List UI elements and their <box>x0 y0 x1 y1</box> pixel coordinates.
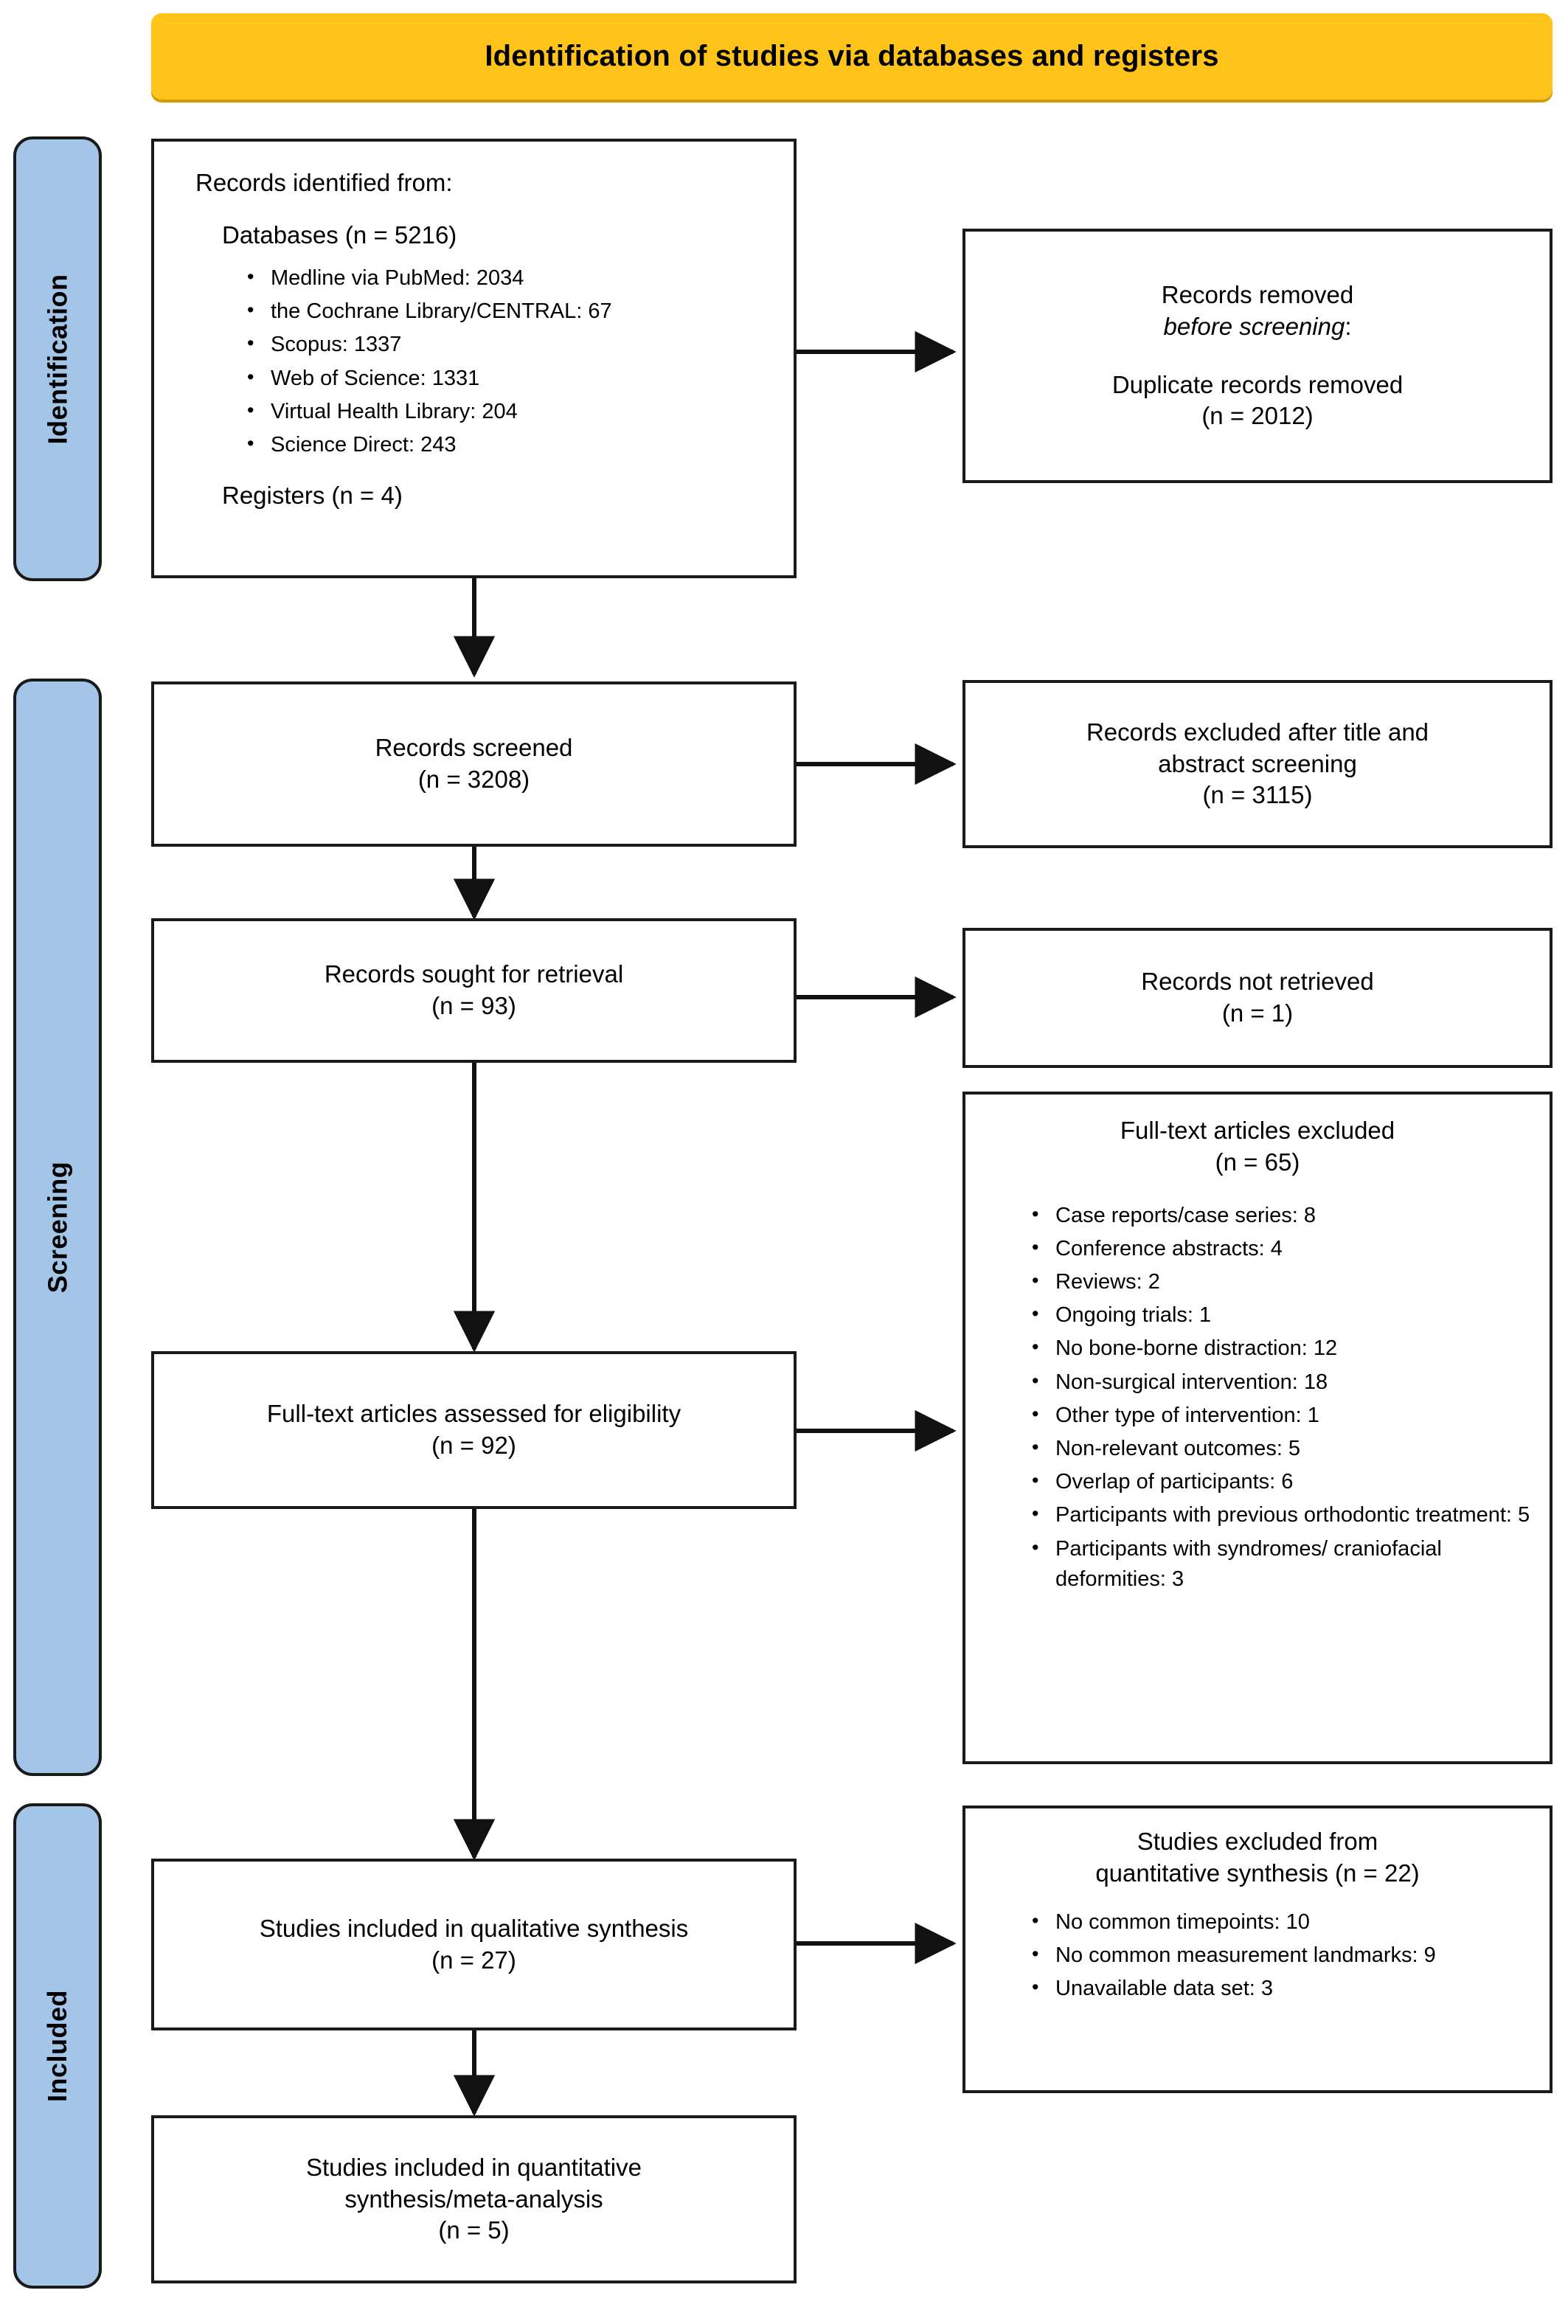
records-not-retrieved-line1: Records not retrieved <box>1141 968 1374 996</box>
records-identified-lead: Records identified from: <box>195 169 453 196</box>
box-quantitative-excluded: Studies excluded from quantitative synth… <box>962 1806 1553 2093</box>
box-records-removed: Records removed before screening: Duplic… <box>962 229 1553 483</box>
diagram-title-banner: Identification of studies via databases … <box>151 13 1553 100</box>
records-excluded-line2: abstract screening <box>1158 749 1357 777</box>
quantitative-included-line1: Studies included in quantitative <box>306 2153 642 2181</box>
quantitative-included-line2: synthesis/meta-analysis <box>344 2185 603 2213</box>
records-removed-line1: Records removed <box>1161 280 1354 308</box>
list-item: Science Direct: 243 <box>237 429 774 460</box>
records-removed-count: (n = 2012) <box>1201 402 1314 430</box>
box-records-identified: Records identified from: Databases (n = … <box>151 139 797 578</box>
box-quantitative-included: Studies included in quantitative synthes… <box>151 2115 797 2283</box>
quantitative-included-count: (n = 5) <box>438 2216 510 2244</box>
phase-label-identification: Identification <box>42 274 72 444</box>
fulltext-excluded-line1: Full-text articles excluded <box>1120 1117 1395 1144</box>
fulltext-assessed-line1: Full-text articles assessed for eligibil… <box>266 1400 681 1428</box>
box-records-excluded: Records excluded after title and abstrac… <box>962 680 1553 848</box>
box-qualitative-included: Studies included in qualitative synthesi… <box>151 1859 797 2030</box>
list-item: No common timepoints: 10 <box>1021 1907 1536 1938</box>
qualitative-included-line1: Studies included in qualitative synthesi… <box>259 1914 689 1942</box>
records-sought-count: (n = 93) <box>431 992 516 1019</box>
quantitative-excluded-line1: Studies excluded from <box>1137 1828 1378 1855</box>
records-screened-count: (n = 3208) <box>417 766 530 793</box>
records-identified-databases: Databases (n = 5216) <box>222 221 457 249</box>
phase-bar-screening: Screening <box>13 679 102 1776</box>
list-item: Virtual Health Library: 204 <box>237 396 774 427</box>
list-item: No common measurement landmarks: 9 <box>1021 1940 1536 1971</box>
box-records-not-retrieved: Records not retrieved (n = 1) <box>962 928 1553 1068</box>
list-item: Scopus: 1337 <box>237 329 774 360</box>
quantitative-excluded-line2: quantitative synthesis (n = 22) <box>1095 1859 1420 1887</box>
box-fulltext-excluded: Full-text articles excluded (n = 65) Cas… <box>962 1092 1553 1764</box>
fulltext-excluded-reason-list: Case reports/case series: 8 Conference a… <box>979 1200 1536 1598</box>
list-item: Other type of intervention: 1 <box>1021 1400 1536 1431</box>
list-item: the Cochrane Library/CENTRAL: 67 <box>237 296 774 327</box>
box-records-screened: Records screened (n = 3208) <box>151 681 797 847</box>
records-removed-colon: : <box>1345 312 1352 340</box>
list-item: Unavailable data set: 3 <box>1021 1973 1536 2004</box>
records-screened-line1: Records screened <box>375 734 573 762</box>
box-fulltext-assessed: Full-text articles assessed for eligibil… <box>151 1351 797 1509</box>
records-removed-line3: Duplicate records removed <box>1111 370 1404 398</box>
records-not-retrieved-count: (n = 1) <box>1221 999 1294 1027</box>
list-item: Case reports/case series: 8 <box>1021 1200 1536 1231</box>
fulltext-assessed-count: (n = 92) <box>431 1432 516 1459</box>
page-title: Identification of studies via databases … <box>485 40 1219 72</box>
records-identified-registers: Registers (n = 4) <box>222 482 403 510</box>
box-records-sought: Records sought for retrieval (n = 93) <box>151 918 797 1063</box>
fulltext-excluded-count: (n = 65) <box>1215 1148 1300 1176</box>
phase-label-included: Included <box>42 1989 73 2103</box>
records-excluded-line1: Records excluded after title and <box>1086 718 1429 746</box>
list-item: Medline via PubMed: 2034 <box>237 263 774 294</box>
list-item: Overlap of participants: 6 <box>1021 1466 1536 1497</box>
records-identified-source-list: Medline via PubMed: 2034 the Cochrane Li… <box>173 263 774 463</box>
quantitative-excluded-reason-list: No common timepoints: 10 No common measu… <box>979 1907 1536 2008</box>
records-sought-line1: Records sought for retrieval <box>324 960 624 988</box>
list-item: Web of Science: 1331 <box>237 363 774 394</box>
list-item: Participants with previous orthodontic t… <box>1021 1499 1536 1530</box>
records-removed-italic: before screening <box>1163 312 1345 340</box>
records-excluded-count: (n = 3115) <box>1202 781 1313 809</box>
list-item: Conference abstracts: 4 <box>1021 1233 1536 1264</box>
qualitative-included-count: (n = 27) <box>431 1946 516 1974</box>
phase-bar-identification: Identification <box>13 136 102 581</box>
list-item: Reviews: 2 <box>1021 1266 1536 1297</box>
phase-bar-included: Included <box>13 1803 102 2289</box>
list-item: Non-relevant outcomes: 5 <box>1021 1433 1536 1464</box>
list-item: No bone-borne distraction: 12 <box>1021 1333 1536 1364</box>
phase-label-screening: Screening <box>42 1161 72 1294</box>
list-item: Ongoing trials: 1 <box>1021 1300 1536 1331</box>
list-item: Non-surgical intervention: 18 <box>1021 1367 1536 1398</box>
records-removed-line2: before screening: <box>982 311 1533 343</box>
list-item: Participants with syndromes/ craniofacia… <box>1021 1533 1536 1595</box>
